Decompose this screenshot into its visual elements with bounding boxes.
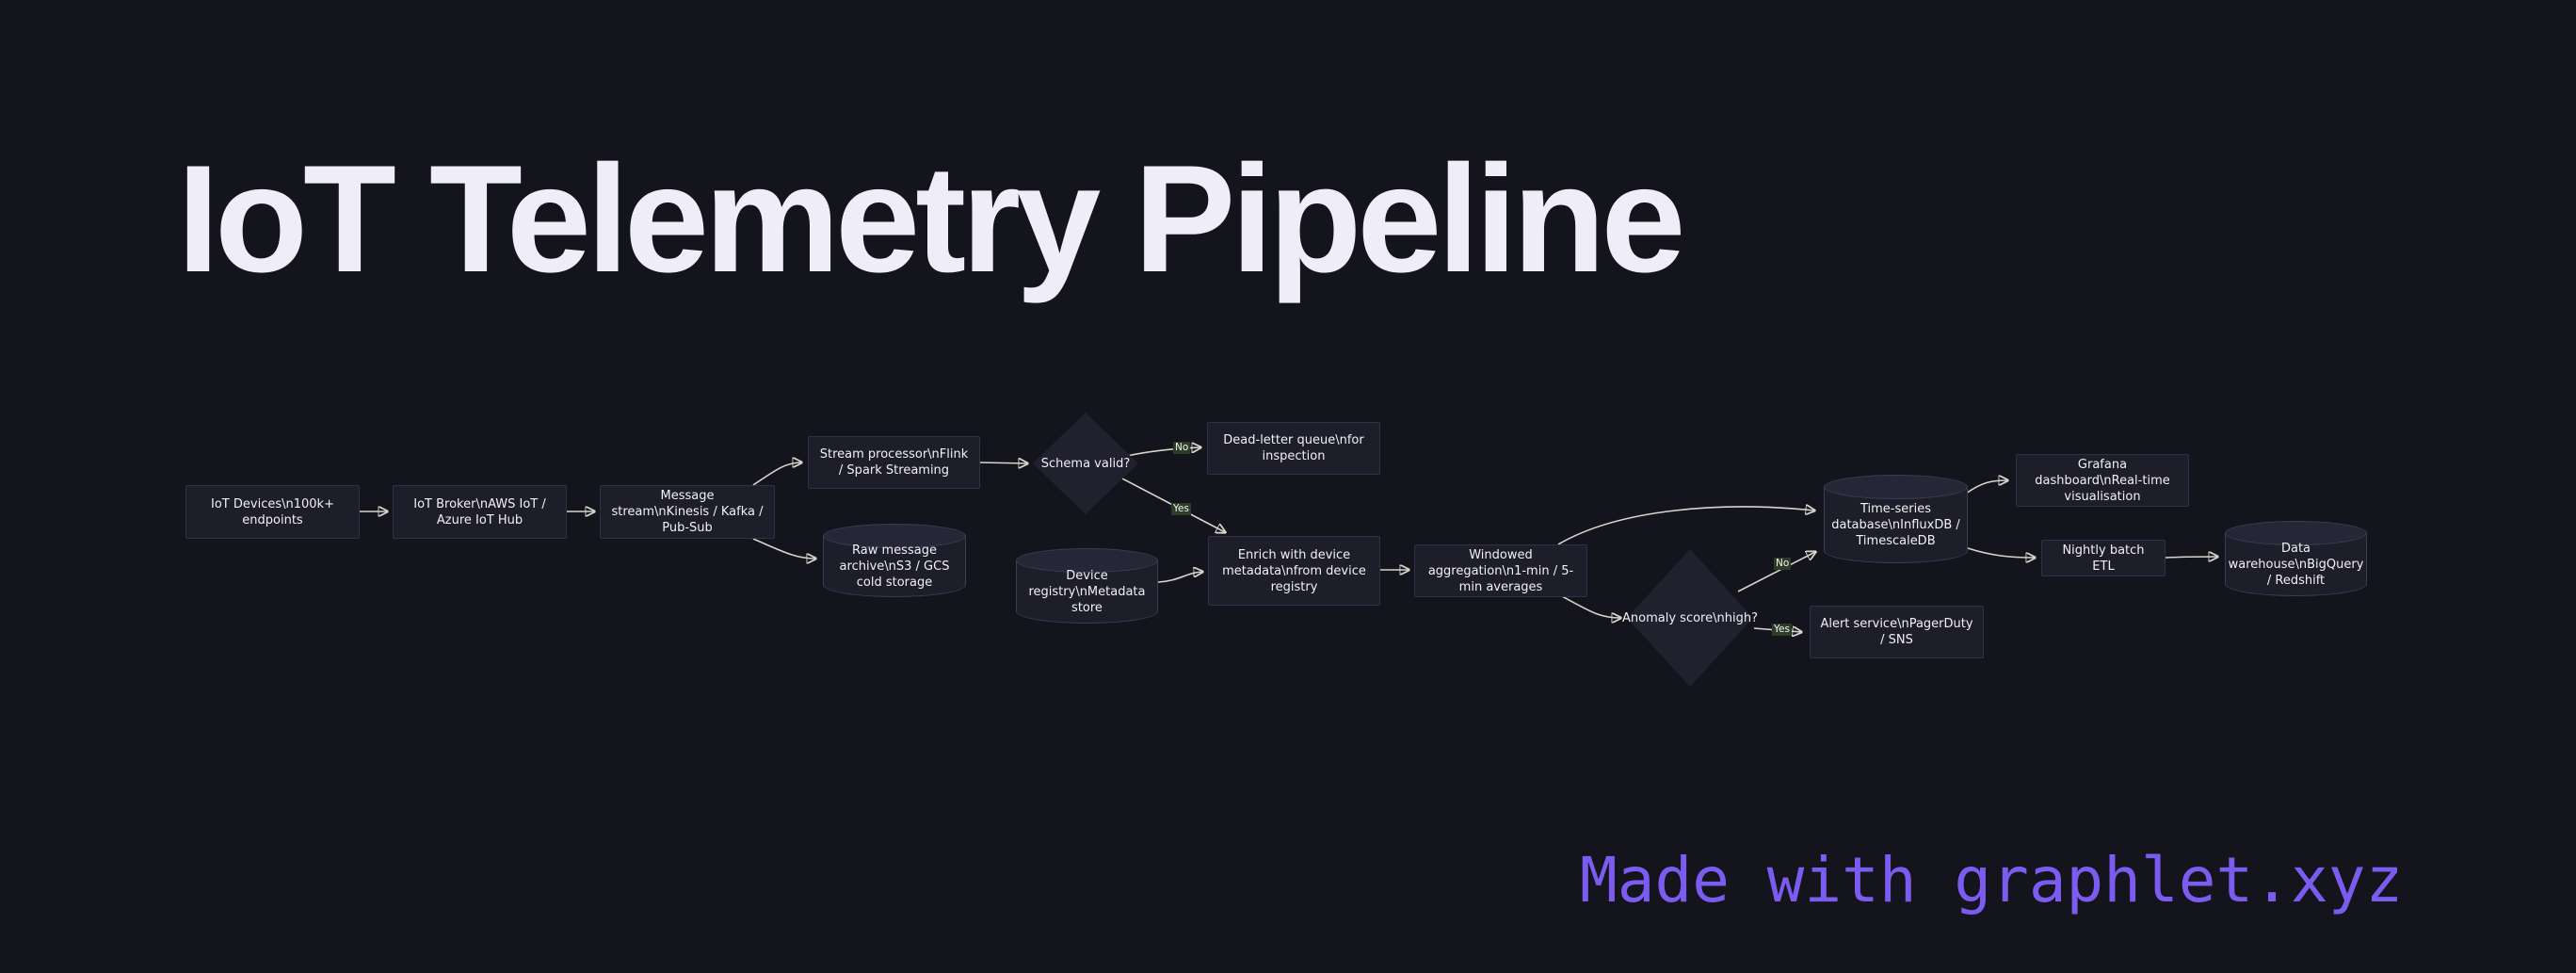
node-label: Device registry\nMetadata store: [1028, 568, 1146, 615]
node-label: Stream processor\nFlink / Spark Streamin…: [819, 447, 969, 478]
node-label: Anomaly score\nhigh?: [1622, 610, 1758, 625]
edge-etl-to-warehouse: [2165, 557, 2217, 558]
edge-stream-to-processor: [752, 462, 801, 486]
edge-timeseries-to-grafana: [1965, 480, 2007, 495]
edge-label-schema-yes: Yes: [1171, 503, 1191, 515]
node-device-registry[interactable]: Device registry\nMetadata store: [1016, 548, 1158, 624]
node-label: Grafana dashboard\nReal-time visualisati…: [2035, 457, 2170, 504]
edge-windowed-to-timeseries: [1557, 507, 1814, 545]
node-alert-service[interactable]: Alert service\nPagerDuty / SNS: [1810, 606, 1984, 658]
node-label: Time-series database\nInfluxDB / Timesca…: [1831, 501, 1960, 548]
node-nightly-batch-etl[interactable]: Nightly batch ETL: [2041, 540, 2165, 576]
cylinder-top: [1824, 475, 1968, 499]
node-message-stream[interactable]: Message stream\nKinesis / Kafka / Pub-Su…: [600, 485, 775, 539]
node-label: Nightly batch ETL: [2062, 543, 2145, 574]
edge-registry-to-enrich: [1157, 572, 1202, 583]
cylinder-top: [1016, 548, 1158, 573]
node-iot-broker[interactable]: IoT Broker\nAWS IoT / Azure IoT Hub: [393, 485, 567, 539]
node-stream-processor[interactable]: Stream processor\nFlink / Spark Streamin…: [808, 436, 980, 489]
edge-label-schema-no: No: [1173, 442, 1191, 454]
node-iot-devices[interactable]: IoT Devices\n100k+ endpoints: [185, 485, 360, 539]
node-grafana-dashboard[interactable]: Grafana dashboard\nReal-time visualisati…: [2016, 454, 2189, 507]
node-label: IoT Devices\n100k+ endpoints: [211, 496, 334, 527]
node-label: Raw message archive\nS3 / GCS cold stora…: [839, 543, 950, 590]
node-label: Data warehouse\nBigQuery / Redshift: [2228, 541, 2364, 588]
edge-stream-to-archive: [752, 538, 815, 559]
edge-windowed-to-anomaly: [1561, 595, 1620, 618]
page-title: IoT Telemetry Pipeline: [177, 134, 1685, 304]
cylinder-top: [2225, 521, 2367, 545]
graphlet-credit-link[interactable]: Made with graphlet.xyz: [1580, 844, 2404, 916]
edge-label-anomaly-no: No: [1774, 558, 1792, 570]
node-dead-letter-queue[interactable]: Dead-letter queue\nfor inspection: [1207, 422, 1380, 475]
node-raw-message-archive[interactable]: Raw message archive\nS3 / GCS cold stora…: [823, 524, 966, 597]
node-timeseries-database[interactable]: Time-series database\nInfluxDB / Timesca…: [1824, 475, 1968, 563]
edge-label-anomaly-yes: Yes: [1772, 624, 1792, 636]
node-windowed-aggregation[interactable]: Windowed aggregation\n1-min / 5-min aver…: [1414, 544, 1587, 597]
cylinder-top: [823, 524, 966, 548]
node-label: Alert service\nPagerDuty / SNS: [1820, 617, 1973, 647]
node-label: IoT Broker\nAWS IoT / Azure IoT Hub: [413, 496, 546, 527]
cylinder-body: [1824, 487, 1968, 563]
edge-processor-to-schema: [979, 462, 1027, 463]
node-schema-valid[interactable]: Schema valid?: [1033, 413, 1138, 514]
node-enrich-metadata[interactable]: Enrich with device metadata\nfrom device…: [1208, 536, 1380, 606]
node-label: Windowed aggregation\n1-min / 5-min aver…: [1427, 547, 1574, 594]
node-data-warehouse[interactable]: Data warehouse\nBigQuery / Redshift: [2225, 521, 2367, 596]
node-anomaly-score[interactable]: Anomaly score\nhigh?: [1622, 549, 1758, 687]
node-label: Dead-letter queue\nfor inspection: [1223, 433, 1364, 463]
edge-timeseries-to-etl: [1967, 547, 2035, 558]
node-label: Schema valid?: [1040, 456, 1131, 471]
node-label: Message stream\nKinesis / Kafka / Pub-Su…: [611, 489, 764, 535]
node-label: Enrich with device metadata\nfrom device…: [1222, 547, 1366, 594]
